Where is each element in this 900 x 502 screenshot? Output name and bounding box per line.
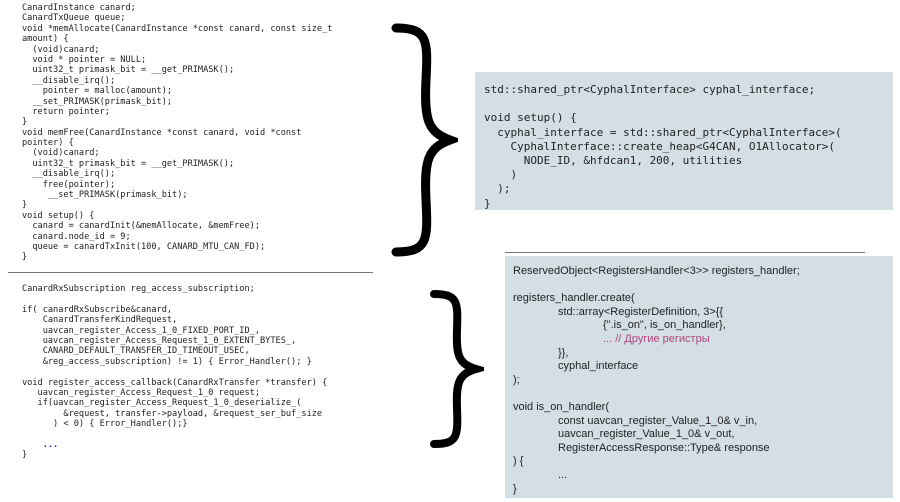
code-line: uavcan_register_Access_Request_1_0 reque…: [22, 387, 260, 398]
code-line: ) < 0) { Error_Handler();}: [22, 419, 188, 430]
code-line: [513, 387, 800, 401]
code-line: RegisterAccessResponse::Type& response: [558, 441, 770, 454]
code-line: free(pointer);: [22, 179, 116, 190]
code-line: __set_PRIMASK(primask_bit);: [22, 190, 188, 201]
code-line: }: [22, 117, 28, 128]
code-line: ...: [22, 439, 59, 450]
code-line: [484, 97, 842, 111]
code-line: CANARD_DEFAULT_TRANSFER_ID_TIMEOUT_USEC,: [22, 346, 250, 357]
code-line: [22, 294, 327, 304]
code-line: void setup() {: [22, 210, 95, 221]
code-line: __disable_irq();: [22, 75, 116, 86]
code-line: pointer = malloc(amount);: [22, 86, 173, 97]
code-line: uavcan_register_Access_Request_1_0_EXTEN…: [22, 335, 297, 346]
code-line: if(uavcan_register_Access_Request_1_0_de…: [22, 398, 302, 409]
code-line: }: [484, 196, 491, 210]
code-line: }: [513, 482, 517, 495]
code-line: }: [22, 200, 28, 211]
code-line: ReservedObject<RegistersHandler<3>> regi…: [513, 265, 800, 277]
code-line: void *memAllocate(CanardInstance *const …: [22, 23, 333, 34]
code-line: void * pointer = NULL;: [22, 54, 147, 65]
code-line: cyphal_interface: [558, 360, 639, 373]
code-line: }},: [558, 346, 569, 359]
code-line: ) {: [513, 455, 524, 468]
code-line: void register_access_callback(CanardRxTr…: [22, 377, 328, 388]
code-line: &reg_access_subscription) != 1) { Error_…: [22, 356, 312, 367]
code-line: canard = canardInit(&memAllocate, &memFr…: [22, 221, 260, 232]
code-line: [22, 367, 327, 377]
code-line: CanardInstance canard;: [22, 3, 136, 13]
code-line: uint32_t primask_bit = __get_PRIMASK();: [22, 65, 235, 76]
code-line: std::shared_ptr<CyphalInterface> cyphal_…: [484, 83, 816, 96]
registers-handler-code-box: ReservedObject<RegistersHandler<3>> regi…: [505, 256, 893, 498]
code-line: [22, 429, 327, 439]
code-line: }: [22, 450, 28, 461]
divider-right: [505, 252, 865, 253]
subscription-code-block: CanardRxSubscription reg_access_subscrip…: [22, 284, 327, 461]
code-line: {".is_on", is_on_handler},: [603, 319, 726, 332]
code-line: [513, 279, 800, 293]
code-line: ... // Другие регистры: [603, 332, 710, 345]
curly-brace-large: [391, 23, 458, 257]
code-line: pointer) {: [22, 138, 74, 149]
cyphal-interface-code-box: std::shared_ptr<CyphalInterface> cyphal_…: [475, 72, 893, 210]
code-line: void memFree(CanardInstance *const canar…: [22, 127, 302, 138]
code-line: registers_handler.create(: [513, 292, 635, 305]
code-line: uavcan_register_Value_1_0& v_out,: [558, 428, 735, 441]
divider-left: [8, 272, 373, 273]
code-line: __disable_irq();: [22, 169, 116, 180]
code-line: &request, transfer->payload, &request_se…: [22, 408, 323, 419]
code-line: __set_PRIMASK(primask_bit);: [22, 96, 173, 107]
code-line: ...: [558, 468, 568, 481]
code-line: std::array<RegisterDefinition, 3>{{: [558, 305, 724, 318]
code-line: return pointer;: [22, 106, 110, 117]
curly-brace-small: [430, 290, 484, 448]
code-line: amount) {: [22, 34, 69, 45]
code-line: canard.node_id = 9;: [22, 231, 131, 242]
code-line: CanardRxSubscription reg_access_subscrip…: [22, 284, 255, 294]
code-line: CanardTransferKindRequest,: [22, 315, 178, 326]
code-line: const uavcan_register_Value_1_0& v_in,: [558, 414, 758, 427]
code-line: );: [484, 182, 511, 196]
code-line: CyphalInterface::create_heap<G4CAN, O1Al…: [484, 139, 835, 153]
code-line: NODE_ID, &hfdcan1, 200, utilities: [484, 153, 743, 167]
code-line: ): [484, 168, 518, 182]
code-line: }: [22, 252, 28, 263]
code-line: );: [513, 373, 520, 386]
canard-code-block: CanardInstance canard;CanardTxQueue queu…: [22, 3, 332, 263]
code-line: void is_on_handler(: [513, 400, 610, 413]
code-line: queue = canardTxInit(100, CANARD_MTU_CAN…: [22, 241, 266, 252]
code-line: uint32_t primask_bit = __get_PRIMASK();: [22, 158, 235, 169]
code-line: (void)canard;: [22, 148, 100, 159]
code-line: (void)canard;: [22, 44, 100, 55]
code-line: cyphal_interface = std::shared_ptr<Cypha…: [484, 125, 842, 139]
code-line: if( canardRxSubscribe&canard,: [22, 304, 173, 315]
code-line: uavcan_register_Access_1_0_FIXED_PORT_ID…: [22, 325, 260, 336]
code-line: void setup() {: [484, 111, 577, 125]
code-line: CanardTxQueue queue;: [22, 13, 126, 24]
